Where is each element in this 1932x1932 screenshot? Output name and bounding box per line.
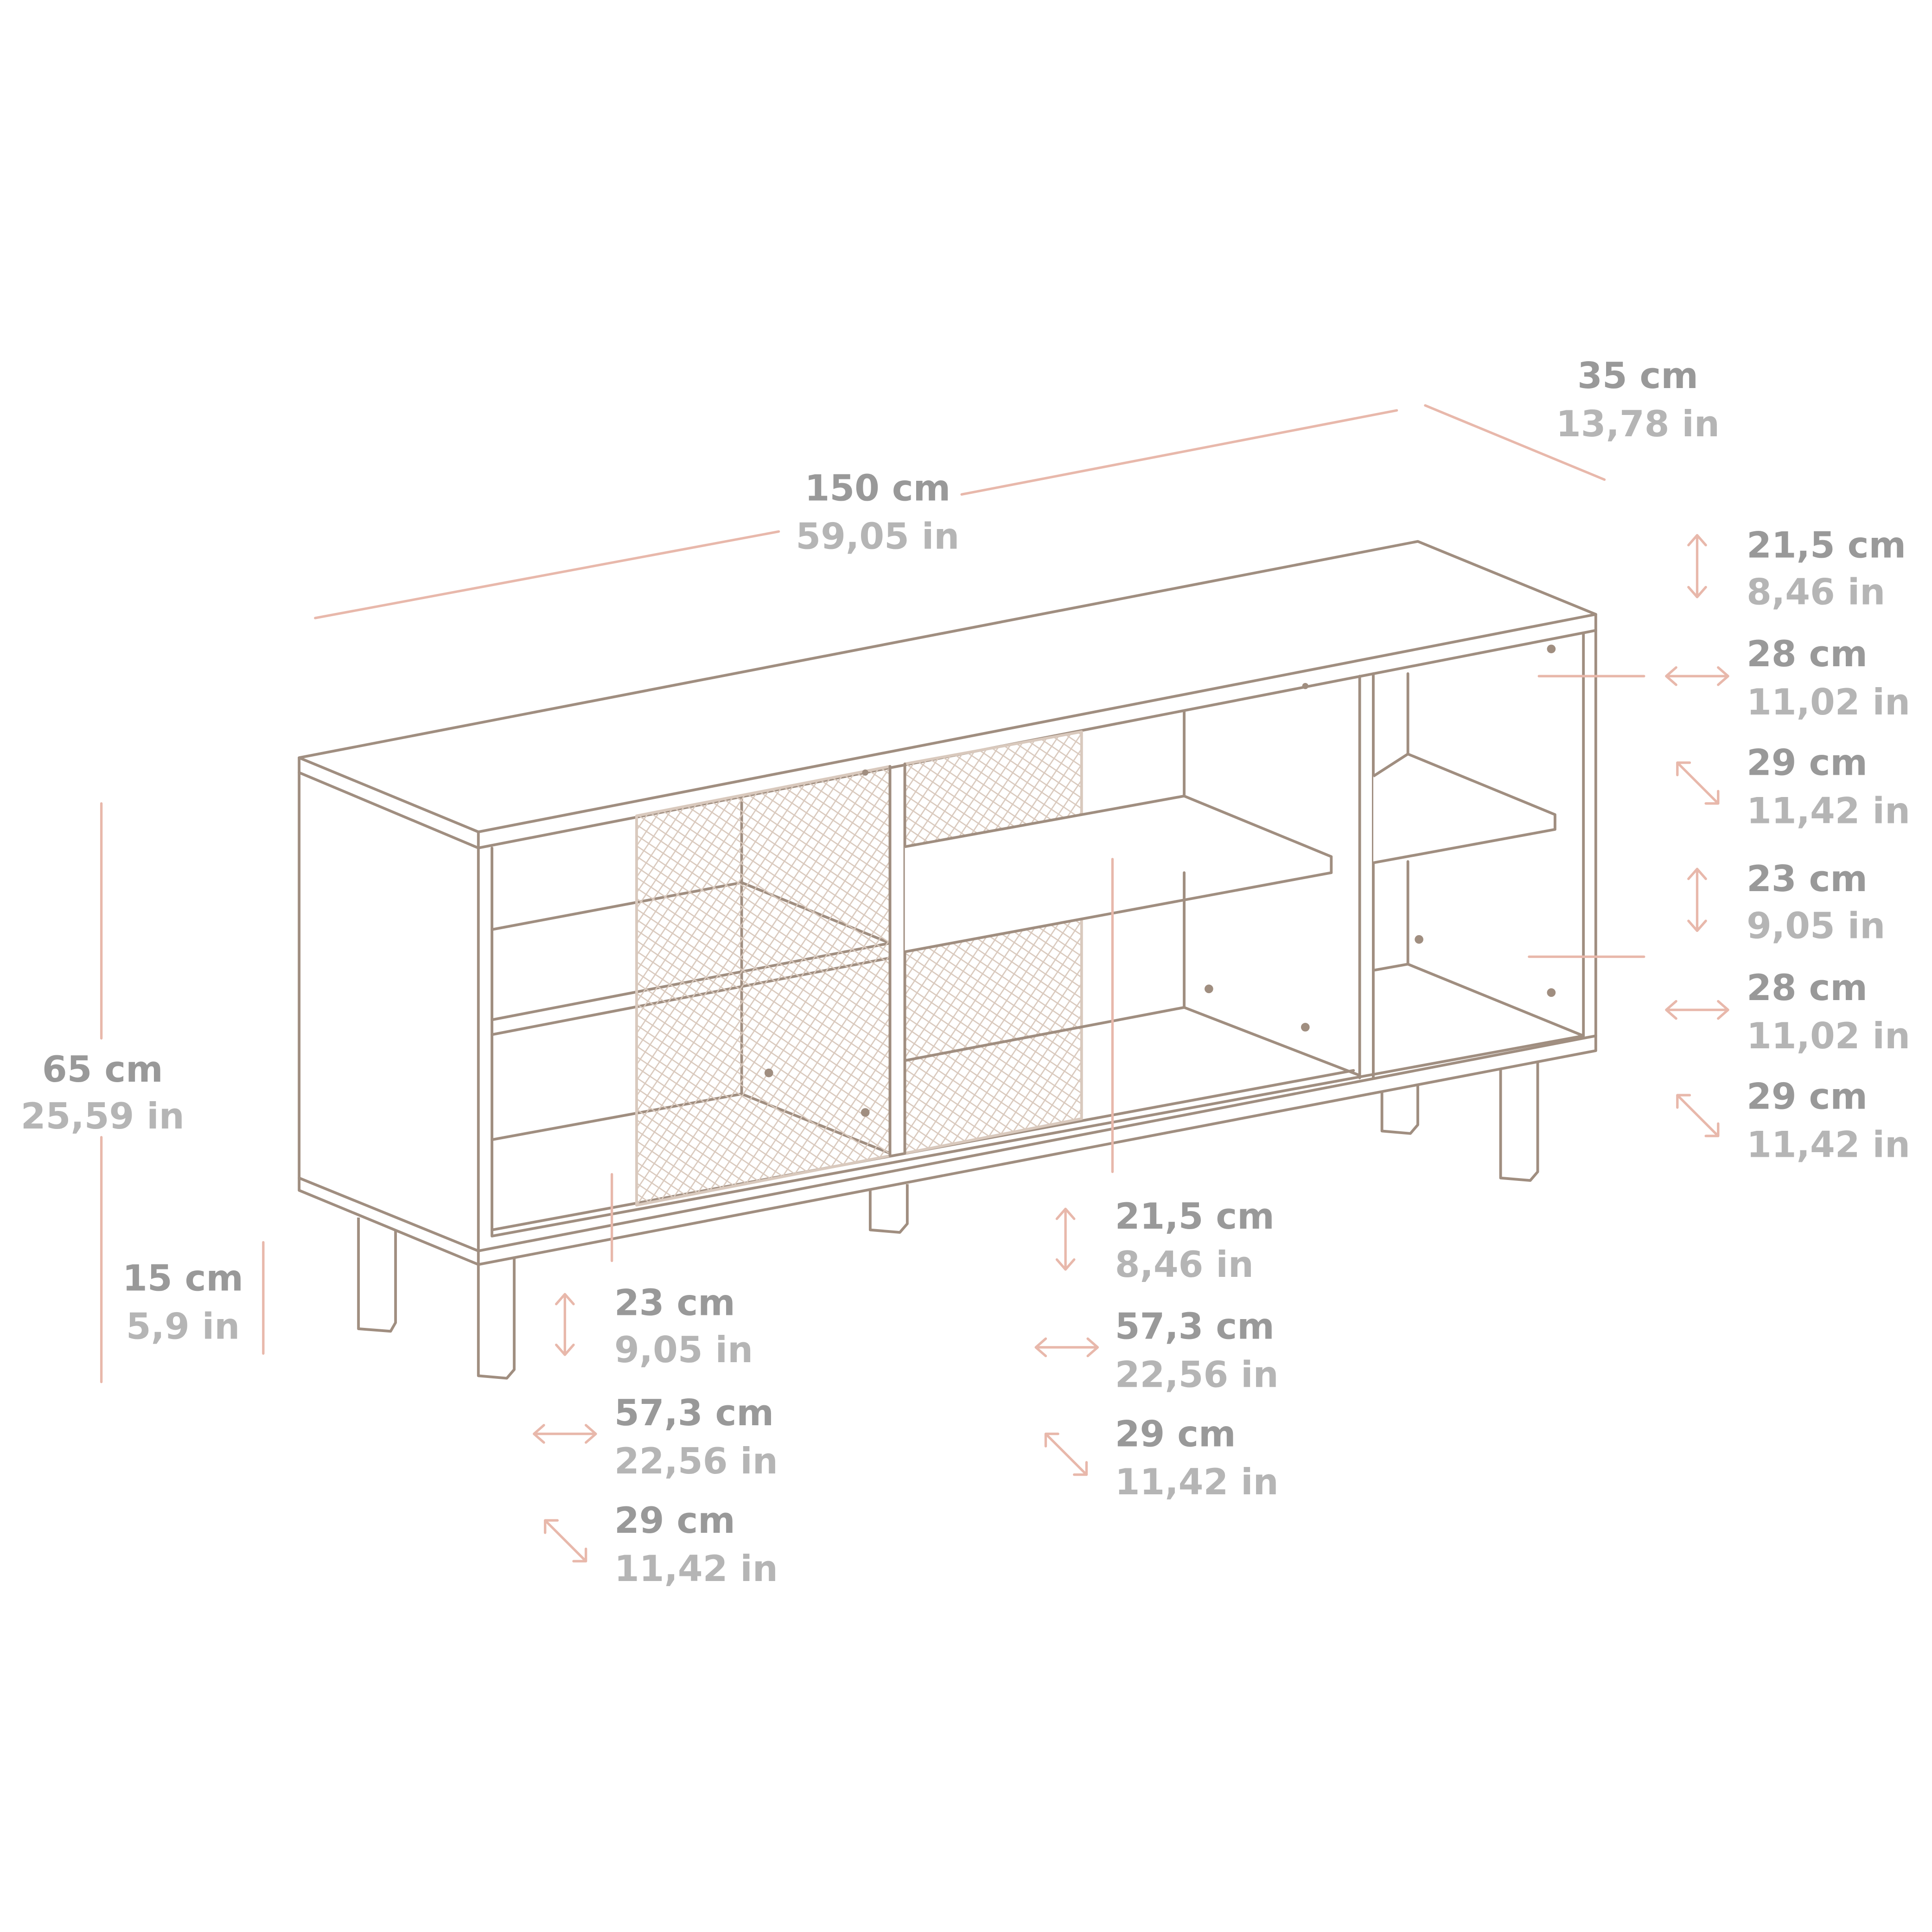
dimension-arrows (533, 534, 1729, 1562)
horizontal-arrow-icon (1665, 1000, 1729, 1020)
right-dim-cm: 29 cm (1747, 742, 1868, 784)
sideboard-drawing (298, 540, 1597, 1380)
depth-cm: 35 cm (1577, 355, 1698, 397)
horizontal-arrow-icon (533, 1424, 597, 1444)
shelf-pin-holes (764, 644, 1556, 1117)
diagonal-arrow-icon (1044, 1432, 1088, 1476)
horizontal-arrow-icon (1034, 1337, 1099, 1358)
width-cm: 150 cm (805, 468, 951, 510)
diagonal-arrow-icon (1676, 1094, 1720, 1137)
mesh-door-left (635, 765, 892, 1207)
dimension-lines (100, 404, 1645, 1384)
middle-dim-in: 11,42 in (1115, 1461, 1279, 1503)
left-dim-in: 9,05 in (614, 1329, 753, 1371)
diagonal-arrow-icon (1676, 761, 1720, 805)
vertical-arrow-icon (1055, 1207, 1076, 1271)
right-dim-in: 8,46 in (1747, 572, 1885, 613)
middle-dim-cm: 29 cm (1115, 1413, 1236, 1455)
right-dim-cm: 21,5 cm (1747, 524, 1906, 566)
left-dim-in: 11,42 in (614, 1548, 778, 1590)
right-dim-in: 11,02 in (1747, 1015, 1910, 1057)
leg-height-in: 5,9 in (126, 1306, 240, 1347)
height-in: 25,59 in (21, 1096, 185, 1137)
vertical-arrow-icon (555, 1293, 575, 1356)
leg-height-cm: 15 cm (122, 1257, 243, 1299)
right-dim-in: 11,02 in (1747, 682, 1910, 723)
horizontal-arrow-icon (1665, 666, 1729, 686)
right-dim-in: 9,05 in (1747, 905, 1885, 947)
left-dim-cm: 23 cm (614, 1282, 735, 1324)
middle-dim-cm: 57,3 cm (1115, 1306, 1275, 1347)
right-dim-cm: 29 cm (1747, 1076, 1868, 1117)
right-dim-cm: 23 cm (1747, 858, 1868, 900)
right-dim-in: 11,42 in (1747, 1124, 1910, 1166)
middle-dim-cm: 21,5 cm (1115, 1196, 1275, 1237)
left-dim-cm: 57,3 cm (614, 1392, 774, 1434)
right-dim-cm: 28 cm (1747, 633, 1868, 675)
dimension-labels: 150 cm 59,05 in 35 cm 13,78 in 65 cm 25,… (21, 355, 1910, 1590)
legs (357, 1060, 1539, 1380)
middle-dim-in: 8,46 in (1115, 1244, 1254, 1286)
middle-dim-in: 22,56 in (1115, 1354, 1279, 1396)
vertical-arrow-icon (1687, 867, 1707, 932)
right-dim-in: 11,42 in (1747, 791, 1910, 832)
diagonal-arrow-icon (544, 1519, 587, 1562)
vertical-arrow-icon (1687, 534, 1707, 599)
left-dim-cm: 29 cm (614, 1500, 735, 1542)
depth-in: 13,78 in (1556, 403, 1720, 445)
left-dim-in: 22,56 in (614, 1441, 778, 1482)
width-in: 59,05 in (796, 516, 959, 558)
right-dim-cm: 28 cm (1747, 967, 1868, 1009)
height-cm: 65 cm (42, 1049, 163, 1090)
